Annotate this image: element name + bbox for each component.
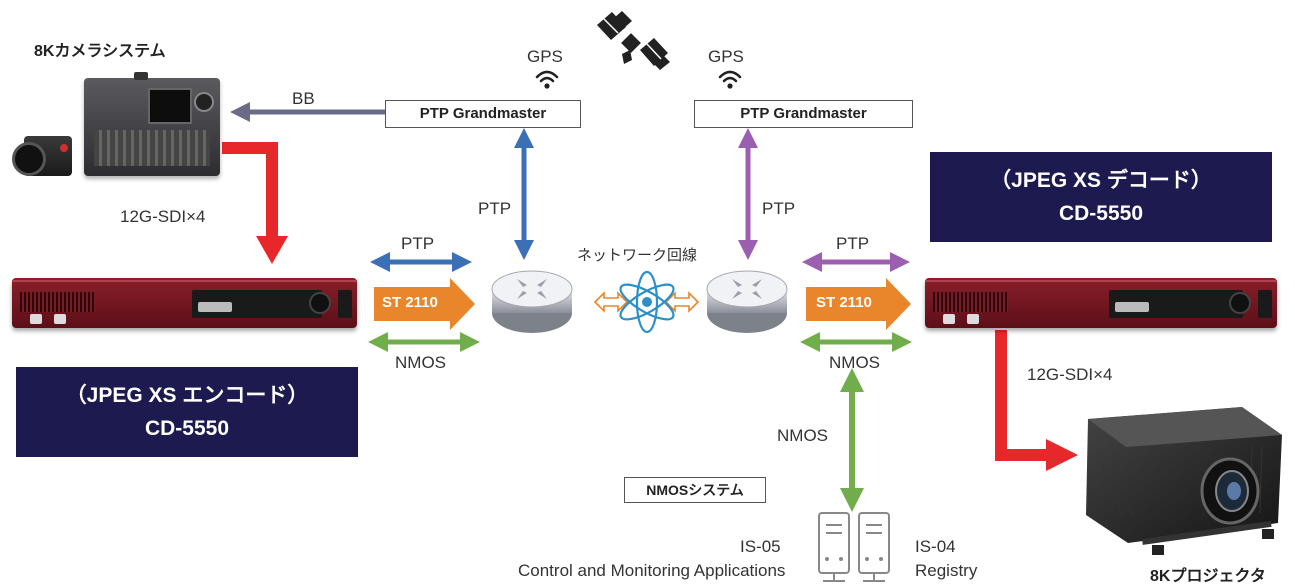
wifi-icon (718, 70, 742, 89)
camera-icon (8, 134, 72, 180)
camera-system-label: 8Kカメラシステム (34, 43, 166, 60)
network-globe-icon (619, 270, 675, 334)
decoder-label-box: （JPEG XS デコード） CD-5550 (930, 152, 1272, 242)
network-link-arrows (593, 291, 700, 313)
is05-label: IS-05 (740, 537, 781, 556)
ptp-grandmaster-box-right: PTP Grandmaster (694, 100, 913, 128)
gps-label-right: GPS (708, 47, 744, 66)
network-line-label: ネットワーク回線 (577, 247, 698, 264)
st2110-label-left: ST 2110 (382, 294, 438, 311)
nmos-label-left: NMOS (395, 353, 446, 372)
is05-description: Control and Monitoring Applications (518, 561, 786, 580)
ptp-vertical-label-left: PTP (478, 199, 512, 218)
router-icon (491, 270, 573, 333)
nmos-label-right: NMOS (829, 353, 880, 372)
nmos-system-box: NMOSシステム (624, 477, 766, 503)
sdi-label-left: 12G-SDI×4 (120, 207, 206, 226)
is04-description: Registry (915, 561, 978, 580)
projector-icon (1082, 405, 1292, 555)
decoder-model: CD-5550 (1058, 202, 1144, 225)
gps-label-left: GPS (527, 47, 563, 66)
wifi-icon (535, 70, 559, 89)
encoder-device (12, 278, 357, 328)
st2110-arrow-left (374, 278, 475, 330)
encoder-label-box: （JPEG XS エンコード） CD-5550 (16, 367, 358, 457)
ptp-horizontal-label-right: PTP (836, 234, 870, 253)
sdi-arrow-right (995, 330, 1078, 471)
encoder-model: CD-5550 (144, 417, 230, 440)
sdi-arrow-left (222, 142, 288, 264)
server-icon (818, 512, 890, 582)
satellite-icon (597, 11, 670, 70)
st2110-label-right: ST 2110 (816, 294, 872, 311)
decoder-title: （JPEG XS デコード） (990, 169, 1212, 192)
st2110-arrow-right (806, 278, 911, 330)
camera-system-device (70, 72, 220, 178)
ptp-grandmaster-box-left: PTP Grandmaster (385, 100, 581, 128)
router-icon (706, 270, 788, 333)
bb-label: BB (292, 89, 315, 108)
camera-control-unit (84, 72, 220, 176)
ptp-horizontal-label-left: PTP (401, 234, 435, 253)
is04-label: IS-04 (915, 537, 956, 556)
nmos-vertical-label: NMOS (777, 426, 828, 445)
sdi-label-right: 12G-SDI×4 (1027, 365, 1113, 384)
ptp-vertical-label-right: PTP (762, 199, 796, 218)
projector-label: 8Kプロジェクタ (1150, 568, 1266, 585)
decoder-device (925, 278, 1277, 328)
encoder-title: （JPEG XS エンコード） (65, 384, 309, 407)
